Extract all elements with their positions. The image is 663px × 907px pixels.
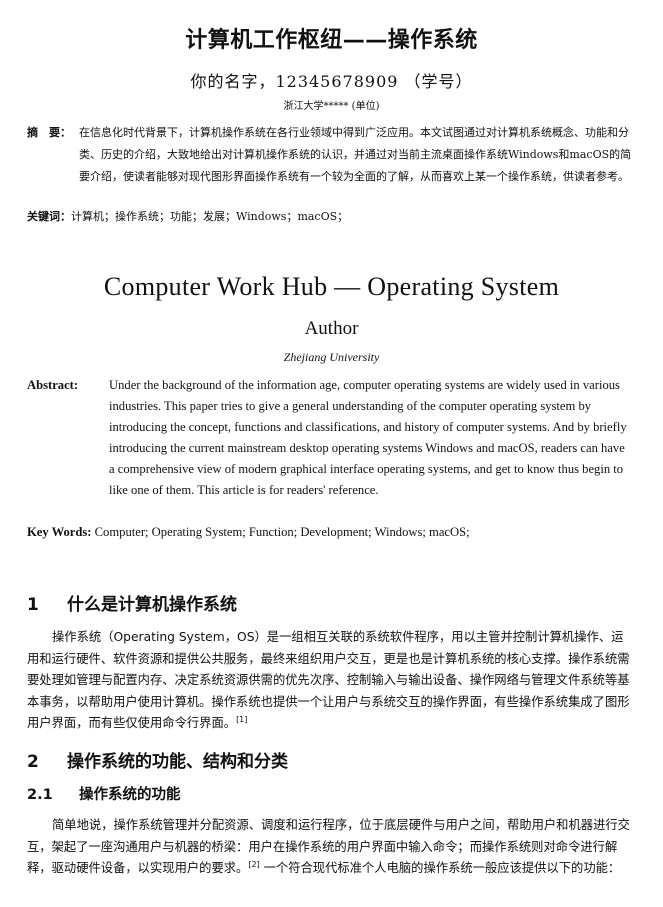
- chinese-author-line: 你的名字，12345678909 （学号）: [190, 72, 473, 91]
- paragraph-text-continued: 一个符合现代标准个人电脑的操作系统一般应该提供以下的功能：: [259, 861, 621, 875]
- english-title: Computer Work Hub — Operating System: [103, 272, 560, 301]
- body-paragraph-1: 操作系统（Operating System，OS）是一组相互关联的系统软件程序，…: [27, 627, 632, 735]
- english-abstract: Abstract: Under the background of the in…: [27, 375, 632, 501]
- section-number: 1: [27, 595, 39, 615]
- english-abstract-label: Abstract:: [27, 378, 79, 392]
- chinese-keywords: 关键词：计算机；操作系统；功能；发展；Windows；macOS；: [27, 207, 637, 227]
- paragraph-text: 操作系统（Operating System，OS）是一组相互关联的系统软件程序，…: [27, 630, 630, 730]
- chinese-keywords-text: 计算机；操作系统；功能；发展；Windows；macOS；: [71, 210, 349, 223]
- body-paragraph-2: 简单地说，操作系统管理并分配资源、调度和运行程序，位于底层硬件与用户之间，帮助用…: [27, 815, 632, 880]
- chinese-abstract-label: 摘 要：: [27, 126, 71, 139]
- chinese-abstract: 摘 要： 在信息化时代背景下，计算机操作系统在各行业领域中得到广泛应用。本文试图…: [27, 122, 637, 188]
- paragraph-text: 简单地说，操作系统管理并分配资源、调度和运行程序，位于底层硬件与用户之间，帮助用…: [27, 818, 630, 875]
- chinese-keywords-label: 关键词：: [27, 210, 71, 223]
- section-heading-1: 1 什么是计算机操作系统: [27, 590, 237, 615]
- english-author: Author: [304, 318, 359, 339]
- english-keywords-label: Key Words:: [27, 525, 92, 539]
- section-title: 什么是计算机操作系统: [67, 595, 237, 615]
- section-number: 2: [27, 752, 39, 772]
- citation[interactable]: [1]: [236, 714, 248, 724]
- chinese-affiliation: 浙江大学***** (单位): [283, 101, 380, 112]
- subsection-number: 2.1: [27, 787, 53, 803]
- chinese-title: 计算机工作枢纽——操作系统: [185, 28, 478, 53]
- chinese-abstract-text: 在信息化时代背景下，计算机操作系统在各行业领域中得到广泛应用。本文试图通过对计算…: [79, 126, 632, 183]
- citation[interactable]: [2]: [248, 859, 260, 869]
- english-affiliation: Zhejiang University: [283, 350, 380, 364]
- english-keywords-text: Computer; Operating System; Function; De…: [94, 525, 470, 539]
- english-keywords: Key Words: Computer; Operating System; F…: [27, 522, 632, 543]
- section-heading-2: 2 操作系统的功能、结构和分类: [27, 747, 288, 772]
- english-abstract-text: Under the background of the information …: [109, 378, 627, 497]
- subsection-title: 操作系统的功能: [79, 787, 181, 803]
- subsection-heading-2-1: 2.1 操作系统的功能: [27, 783, 181, 804]
- section-title: 操作系统的功能、结构和分类: [67, 752, 288, 772]
